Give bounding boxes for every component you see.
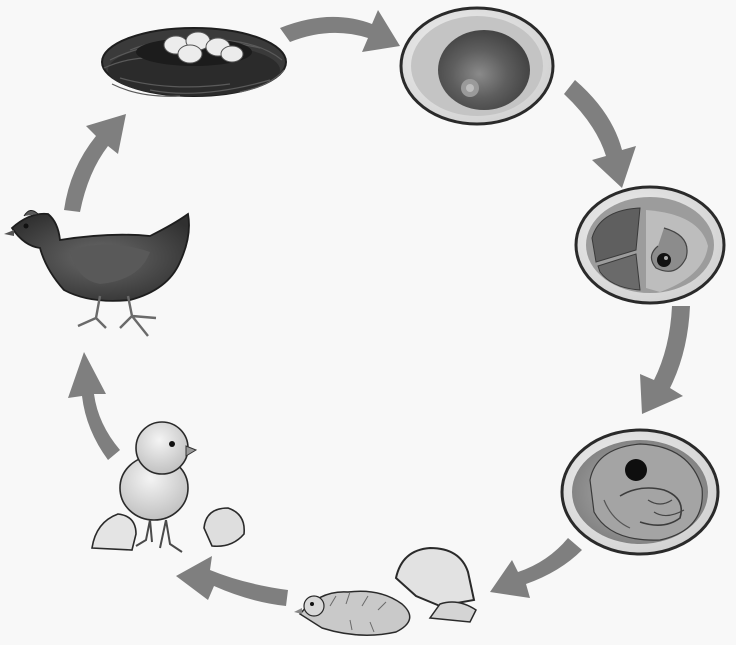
egg-yolk-icon	[401, 8, 553, 124]
arrow-late-embryo-to-hatching	[490, 538, 582, 598]
late-embryo-icon	[562, 430, 718, 554]
early-embryo-icon	[576, 187, 724, 303]
arrow-early-to-late-embryo	[640, 306, 690, 414]
arrow-hatching-to-chick	[176, 556, 288, 606]
arrow-egg-to-early-embryo	[564, 80, 636, 188]
arrow-chick-to-hen	[68, 352, 120, 460]
arrow-hen-to-nest	[64, 114, 126, 212]
hatching-chick-icon	[294, 548, 476, 635]
chick-icon	[92, 422, 244, 552]
arrow-nest-to-egg	[280, 10, 400, 52]
nest-eggs-icon	[102, 28, 286, 96]
hen-icon	[4, 210, 189, 336]
